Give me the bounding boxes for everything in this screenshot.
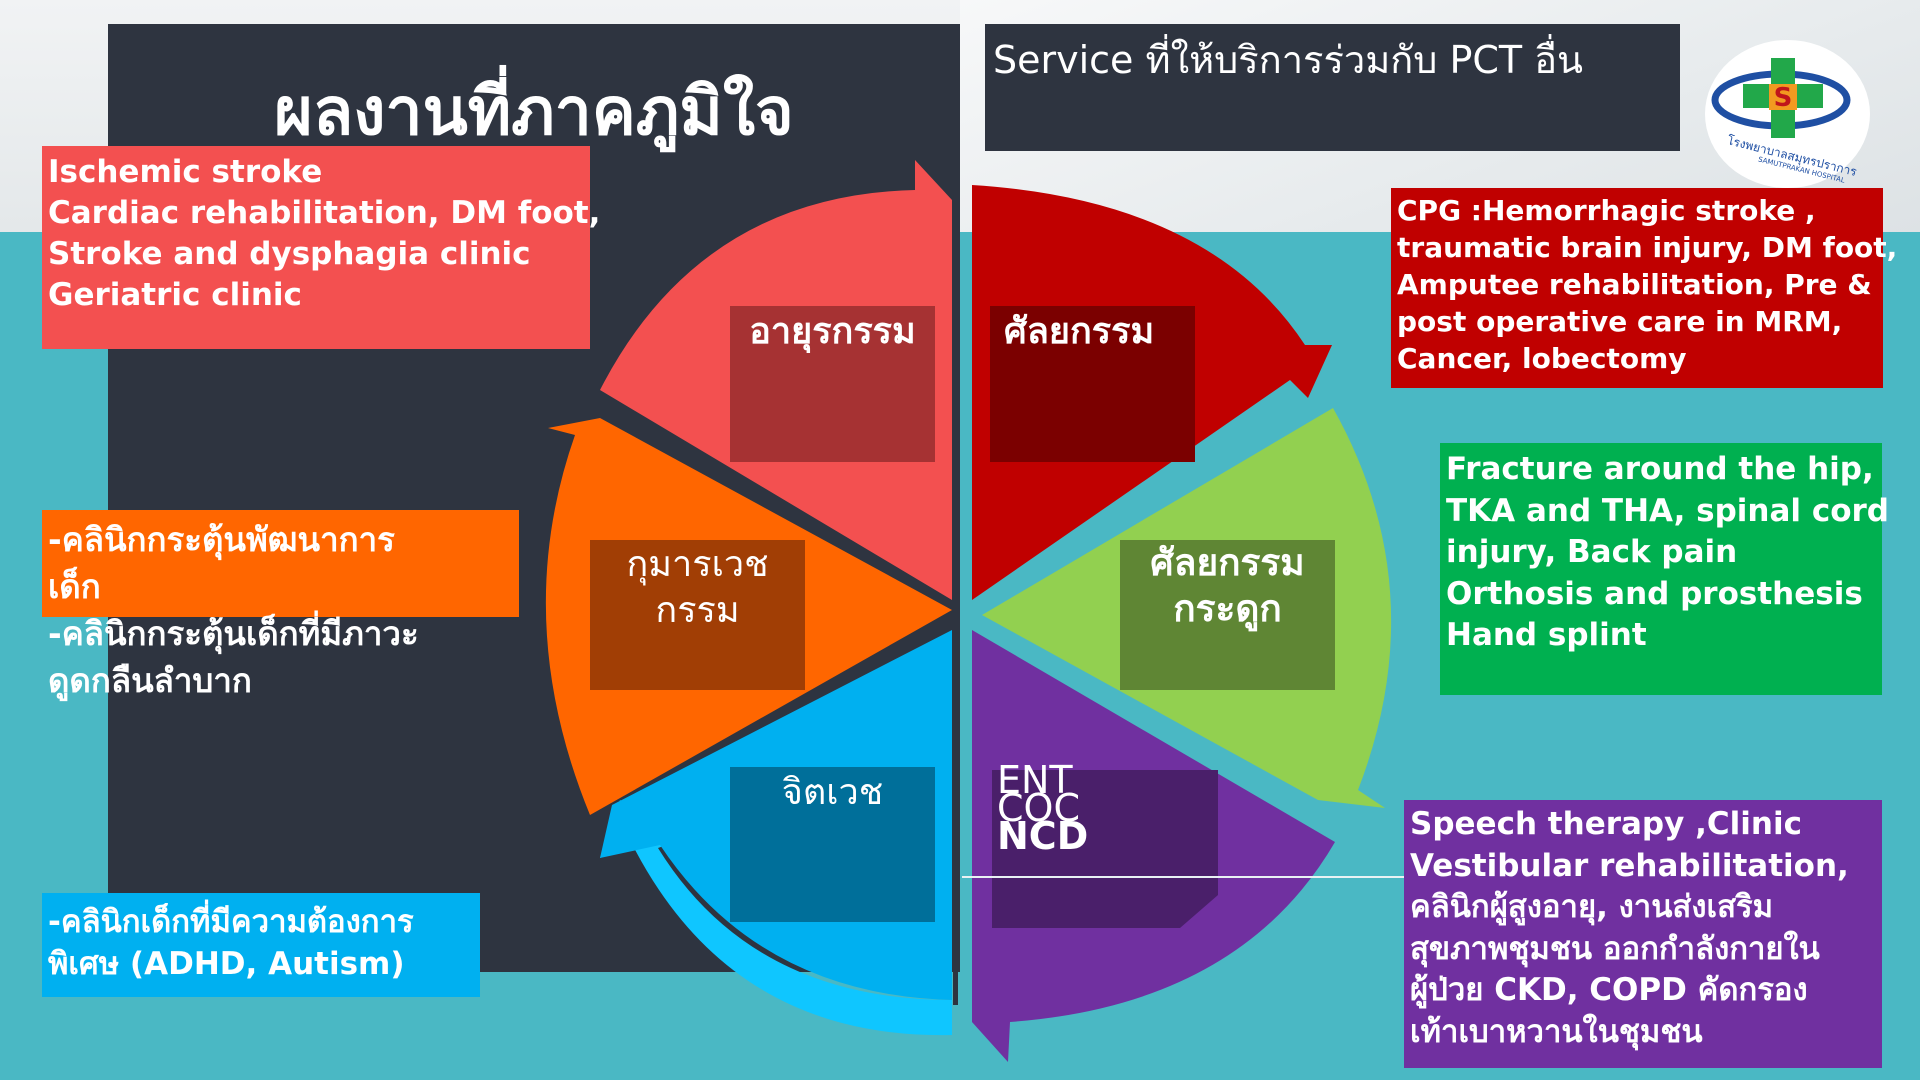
note-psychiatry-line: พิเศษ (ADHD, Autism) [48, 946, 405, 982]
segment-label-orthopedic-line1: ศัลยกรรม [1150, 541, 1305, 584]
segment-label-ent-ncd: ENT COC NCD [997, 758, 1089, 858]
segment-label-ncd: NCD [997, 814, 1089, 858]
note-pediatric-line: เด็ก [48, 567, 101, 606]
note-orthopedic-line: Orthosis and prosthesis [1446, 575, 1863, 612]
segment-label-orthopedic: ศัลยกรรม กระดูก [1120, 540, 1335, 632]
note-pediatric-line: -คลินิกกระตุ้นพัฒนาการ [48, 520, 395, 559]
note-orthopedic-line: injury, Back pain [1446, 534, 1738, 570]
center-divider [953, 190, 958, 1005]
label-box-pediatric [590, 540, 805, 690]
note-surgery-line: Amputee rehabilitation, Pre & [1397, 268, 1872, 301]
label-box-orthopedic [1120, 540, 1335, 690]
slide-title: ผลงานที่ภาคภูมิใจ [274, 73, 794, 150]
label-box-psychiatry [730, 767, 935, 922]
note-pediatric: -คลินิกกระตุ้นพัฒนาการ เด็ก -คลินิกกระตุ… [48, 516, 419, 704]
service-header-box [985, 24, 1680, 151]
note-orthopedic: Fracture around the hip, TKA and THA, sp… [1440, 443, 1889, 695]
segment-label-pediatric: กุมารเวช กรรม [590, 542, 805, 634]
segment-label-pediatric-line1: กุมารเวช [626, 544, 769, 585]
segment-label-pediatric-line2: กรรม [655, 590, 740, 631]
note-pediatric-highlight [42, 510, 519, 617]
connector-line [962, 876, 1406, 878]
note-geriatric: Ischemic stroke Cardiac rehabilitation, … [42, 146, 601, 349]
note-psychiatry: -คลินิกเด็กที่มีความต้องการ พิเศษ (ADHD,… [42, 893, 480, 997]
svg-text:S: S [1774, 83, 1793, 113]
note-surgery-line: post operative care in MRM, [1397, 305, 1843, 338]
note-surgery-line: Cancer, lobectomy [1397, 342, 1687, 375]
segment-label-surgery: ศัลยกรรม [1004, 311, 1155, 352]
note-psychiatry-line: -คลินิกเด็กที่มีความต้องการ [48, 904, 414, 940]
note-orthopedic-line: Fracture around the hip, [1446, 451, 1874, 487]
note-geriatric-line: Geriatric clinic [48, 277, 302, 313]
note-surgery-line: CPG :Hemorrhagic stroke , [1397, 194, 1816, 227]
note-orthopedic-line: TKA and THA, spinal cord [1446, 492, 1889, 529]
note-ent-ncd-line: สุขภาพชุมชน ออกกำลังกายใน [1410, 930, 1820, 967]
segment-label-coc: COC [997, 786, 1080, 830]
note-pediatric-line: ดูดกลืนลำบาก [48, 661, 252, 700]
segment-label-orthopedic-line2: กระดูก [1173, 587, 1282, 630]
note-ent-ncd-line: เท้าเบาหวานในชุมชน [1410, 1013, 1703, 1050]
note-surgery: CPG :Hemorrhagic stroke , traumatic brai… [1391, 188, 1898, 388]
note-pediatric-line: -คลินิกกระตุ้นเด็กที่มีภาวะ [48, 614, 419, 653]
green-cross-s-icon: S โรงพยาบาลสมุทรปราการ SAMUTPRAKAN HOSPI… [1711, 58, 1859, 185]
hospital-logo: S โรงพยาบาลสมุทรปราการ SAMUTPRAKAN HOSPI… [1705, 40, 1870, 188]
note-ent-ncd-line: Speech therapy ,Clinic [1410, 806, 1802, 842]
note-geriatric-line: Ischemic stroke [48, 154, 323, 190]
label-box-geriatric [730, 306, 935, 462]
segment-label-psychiatry: จิตเวช [781, 772, 884, 813]
service-heading: Service ที่ให้บริการร่วมกับ PCT อื่น [993, 38, 1584, 82]
note-orthopedic-line: Hand splint [1446, 617, 1647, 653]
note-ent-ncd: Speech therapy ,Clinic Vestibular rehabi… [1404, 800, 1882, 1068]
note-ent-ncd-line: Vestibular rehabilitation, [1410, 847, 1849, 884]
segment-label-ent: ENT [997, 758, 1073, 802]
label-box-ent-ncd [992, 770, 1218, 928]
note-geriatric-line: Stroke and dysphagia clinic [48, 236, 531, 272]
segment-label-geriatric: อายุรกรรม [749, 311, 916, 352]
note-geriatric-line: Cardiac rehabilitation, DM foot, [48, 195, 601, 231]
label-box-surgery [990, 306, 1195, 462]
note-ent-ncd-line: คลินิกผู้สูงอายุ, งานส่งเสริม [1410, 889, 1774, 925]
note-surgery-line: traumatic brain injury, DM foot, [1397, 231, 1898, 264]
note-ent-ncd-line: ผู้ป่วย CKD, COPD คัดกรอง [1410, 972, 1808, 1008]
